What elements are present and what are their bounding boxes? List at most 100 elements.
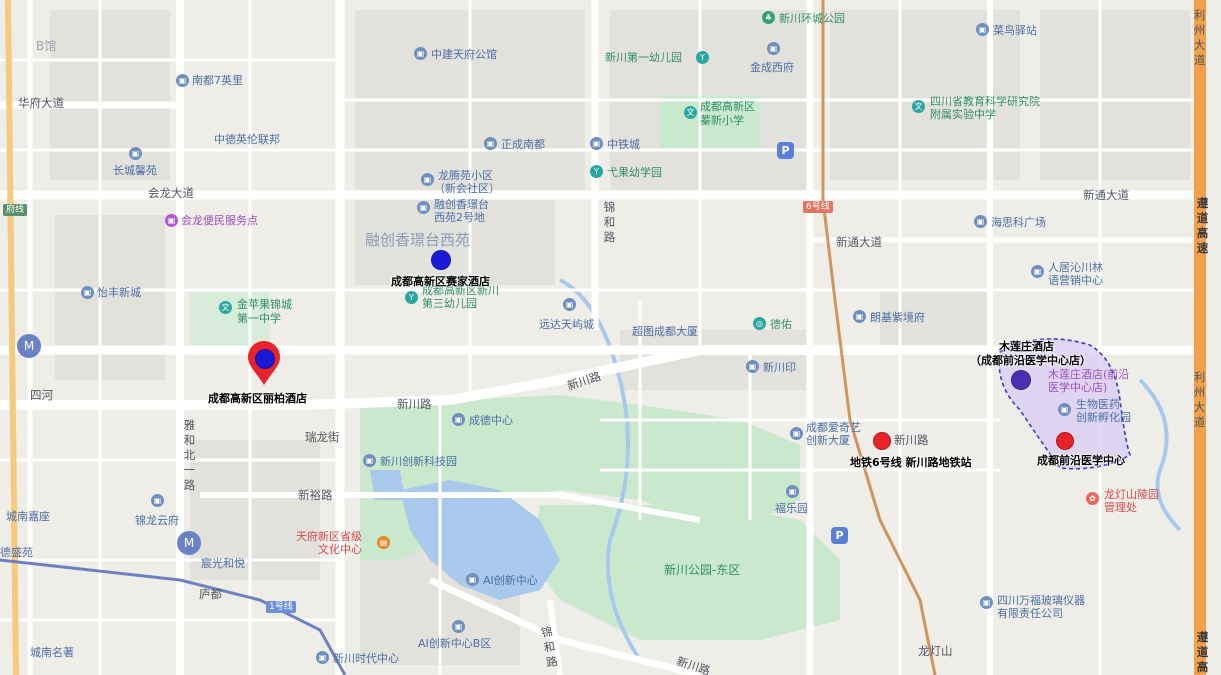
metro-marker-xinchuan[interactable]: [873, 432, 891, 450]
hotel-marker-mulian[interactable]: [1011, 370, 1031, 390]
school-icon[interactable]: 文: [219, 301, 232, 314]
poi-longteng-2[interactable]: （新会社区）: [434, 182, 500, 195]
parking-icon[interactable]: P: [831, 527, 848, 544]
school-icon[interactable]: 文: [912, 100, 925, 113]
poi-gaoxin-school-2[interactable]: 蓁新小学: [700, 114, 744, 127]
poi-wanfu-2[interactable]: 有限责任公司: [997, 607, 1063, 620]
building-icon[interactable]: ▣: [414, 47, 427, 60]
metro-station-icon[interactable]: M: [17, 334, 41, 358]
poi-duosheng[interactable]: 德盛苑: [0, 546, 33, 559]
poi-third-kid[interactable]: 成都高新区新川: [422, 284, 499, 297]
poi-ai-center-b[interactable]: AI创新中心B区: [418, 637, 492, 650]
poi-huancheng[interactable]: 新川环城公园: [779, 12, 845, 25]
hotel-marker-libo[interactable]: [255, 349, 275, 369]
building-icon[interactable]: ▣: [316, 651, 329, 664]
poi-huilong-service[interactable]: 会龙便民服务点: [181, 214, 258, 227]
poi-cainiao[interactable]: 菜鸟驿站: [993, 24, 1037, 37]
poi-chengde[interactable]: 成德中心: [469, 414, 513, 427]
poi-aiqiyi-2[interactable]: 创新大厦: [806, 434, 850, 447]
building-icon[interactable]: ▣: [129, 147, 142, 160]
poi-rongchuang[interactable]: 融创香璟台: [434, 198, 489, 211]
poi-yuanda[interactable]: 远达天屿城: [539, 318, 594, 331]
building-icon[interactable]: ▣: [976, 23, 989, 36]
poi-zhongtie[interactable]: 中铁城: [607, 138, 640, 151]
building-icon[interactable]: ▣: [417, 201, 430, 214]
poi-renjia[interactable]: 人居沁川林: [1048, 261, 1103, 274]
building-icon[interactable]: ▣: [746, 360, 759, 373]
poi-renjia-2[interactable]: 语营销中心: [1048, 274, 1103, 287]
poi-longteng[interactable]: 龙腾苑小区: [438, 169, 493, 182]
poi-chengnan-ming[interactable]: 城南名著: [30, 646, 74, 659]
kindergarten-icon[interactable]: Y: [405, 291, 418, 304]
poi-changcheng[interactable]: 长城馨苑: [113, 164, 157, 177]
poi-longdeng[interactable]: 龙灯山陵园: [1104, 488, 1159, 501]
poi-jinchengxifu[interactable]: 金成西府: [750, 61, 794, 74]
poi-yifeng[interactable]: 怡丰新城: [97, 286, 141, 299]
poi-jinpingguo-2[interactable]: 第一中学: [237, 312, 281, 325]
poi-zhongde[interactable]: 中德英伦联邦: [214, 133, 280, 146]
building-icon[interactable]: ▣: [452, 413, 465, 426]
poi-sichuan-edu[interactable]: 四川省教育科学研究院: [930, 95, 1040, 108]
building-icon[interactable]: ▣: [590, 137, 603, 150]
poi-tianfu-culture-2[interactable]: 文化中心: [318, 543, 362, 556]
service-icon[interactable]: ▣: [165, 214, 178, 227]
poi-mulian-map[interactable]: 木莲庄酒店(前沿: [1048, 368, 1130, 381]
poi-zhongjian[interactable]: 中建天府公馆: [431, 48, 497, 61]
kindergarten-icon[interactable]: Y: [696, 51, 709, 64]
building-icon[interactable]: ▣: [466, 573, 479, 586]
poi-xinchuan-park[interactable]: 新川公园-东区: [664, 563, 741, 577]
poi-zhengcheng[interactable]: 正成南都: [501, 138, 545, 151]
school-icon[interactable]: 文: [684, 106, 697, 119]
poi-third-kid-2[interactable]: 第三幼儿园: [422, 297, 477, 310]
building-icon[interactable]: ▣: [853, 310, 866, 323]
culture-icon[interactable]: ▤: [377, 536, 390, 549]
park-icon[interactable]: ♣: [762, 11, 775, 24]
poi-chengnan[interactable]: 城南嘉座: [6, 510, 50, 523]
kindergarten-icon[interactable]: Y: [590, 165, 603, 178]
poi-bio-2[interactable]: 创新孵化园: [1076, 411, 1131, 424]
building-icon[interactable]: ▣: [1058, 403, 1071, 416]
parking-icon[interactable]: P: [777, 142, 794, 159]
poi-tianfu-culture[interactable]: 天府新区省级: [296, 530, 362, 543]
poi-jinlong[interactable]: 锦龙云府: [135, 514, 179, 527]
poi-sichuan-edu-2[interactable]: 附属实验中学: [930, 108, 996, 121]
poi-fuleyuan[interactable]: 福乐园: [775, 502, 808, 515]
building-icon[interactable]: ▣: [786, 485, 799, 498]
deyou-icon[interactable]: ◎: [753, 317, 766, 330]
poi-xinchuan-tech[interactable]: 新川创新科技园: [380, 455, 457, 468]
building-icon[interactable]: ▣: [767, 42, 780, 55]
poi-mulian-map-2[interactable]: 医学中心店): [1048, 381, 1108, 394]
poi-longdeng-2[interactable]: 管理处: [1104, 501, 1137, 514]
building-icon[interactable]: ▣: [1031, 265, 1044, 278]
poi-ai-center[interactable]: AI创新中心: [483, 574, 538, 587]
medical-center-marker[interactable]: [1056, 432, 1074, 450]
building-icon[interactable]: ▣: [363, 454, 376, 467]
poi-haisike[interactable]: 海思科广场: [991, 216, 1046, 229]
poi-deyou[interactable]: 德佑: [770, 318, 792, 331]
building-icon[interactable]: ▣: [81, 286, 94, 299]
building-icon[interactable]: ▣: [980, 596, 993, 609]
poi-yiguo[interactable]: 弋果幼学园: [607, 166, 662, 179]
building-icon[interactable]: ▣: [563, 298, 576, 311]
poi-gaoxin-school[interactable]: 成都高新区: [700, 100, 755, 113]
building-icon[interactable]: ▣: [421, 173, 434, 186]
poi-langji[interactable]: 朗基紫境府: [870, 311, 925, 324]
building-icon[interactable]: ▣: [176, 74, 189, 87]
poi-xinchuan-kid[interactable]: 新川第一幼儿园: [605, 51, 682, 64]
poi-bio[interactable]: 生物医药: [1076, 398, 1120, 411]
poi-wanfu[interactable]: 四川万福玻璃仪器: [997, 594, 1085, 607]
poi-longdeng-station[interactable]: 龙灯山: [918, 644, 953, 658]
building-icon[interactable]: ▣: [974, 215, 987, 228]
poi-jinpingguo[interactable]: 金苹果锦城: [237, 298, 292, 311]
poi-chenguang[interactable]: 宸光和悦: [201, 557, 245, 570]
poi-nandu[interactable]: 南都7英里: [192, 74, 243, 87]
poi-xinchuan-times[interactable]: 新川时代中心: [333, 652, 399, 665]
poi-rongchuang-2[interactable]: 西苑2号地: [434, 211, 485, 224]
poi-xinchuanyin[interactable]: 新川印: [763, 361, 796, 374]
metro-station-icon[interactable]: M: [177, 531, 201, 555]
building-icon[interactable]: ▣: [484, 137, 497, 150]
poi-aiqiyi[interactable]: 成都爱奇艺: [806, 421, 861, 434]
building-icon[interactable]: ▣: [452, 620, 465, 633]
hotel-marker-saijia[interactable]: [431, 250, 451, 270]
